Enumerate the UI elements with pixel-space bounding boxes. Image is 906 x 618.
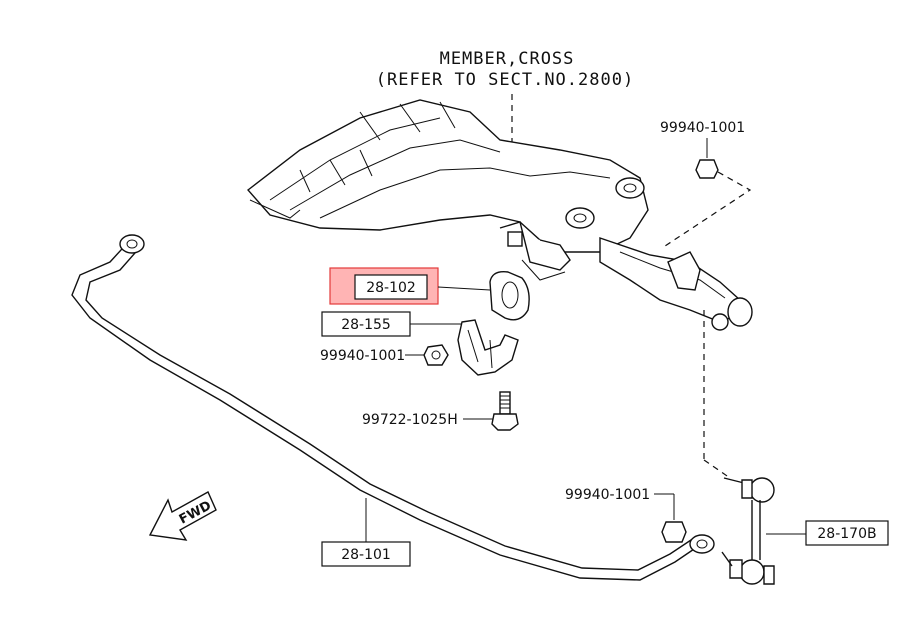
bracket-nut-label: 99940-1001 [320,348,405,364]
cross-member-reference: MEMBER,CROSS (REFER TO SECT.NO.2800) [376,49,634,150]
link-nut-callout: 99940-1001 [565,487,687,543]
nut-icon [423,344,449,366]
arrow-icon [148,491,217,541]
bushing-label-box[interactable] [354,274,428,300]
link-label-box[interactable] [805,520,889,546]
nut-icon [695,159,719,179]
link-nut-label: 99940-1001 [565,487,650,503]
bushing-part [489,271,530,321]
bracket-part [457,319,519,376]
link-label: 28-170B [817,526,876,542]
header-line-2: (REFER TO SECT.NO.2800) [376,70,634,90]
bracket-label-box[interactable] [321,311,411,337]
bolt-callout: 99722-1025H [362,391,519,431]
header-line-1: MEMBER,CROSS [440,49,575,69]
stabilizer-callout[interactable]: 28-101 [321,498,411,567]
bushing-label: 28-102 [366,280,416,296]
bracket-nut-callout: 99940-1001 [320,344,449,366]
lower-control-arm [599,237,753,479]
bolt-icon [499,391,511,415]
cross-member-illustration [246,99,649,281]
bracket-callout[interactable]: 28-155 [321,311,519,376]
bolt-label: 99722-1025H [362,412,458,428]
arm-nut-callout: 99940-1001 [660,120,752,249]
link-callout[interactable]: 28-170B [766,520,889,546]
bracket-label: 28-155 [341,317,391,333]
stabilizer-bar [71,234,715,581]
stabilizer-label-box[interactable] [321,541,411,567]
arm-nut-label: 99940-1001 [660,120,745,136]
nut-icon [661,521,687,543]
bushing-callout[interactable]: 28-102 [329,267,530,321]
stabilizer-label: 28-101 [341,547,391,563]
stabilizer-link [721,477,775,585]
forward-direction-arrow: FWD [148,491,217,541]
